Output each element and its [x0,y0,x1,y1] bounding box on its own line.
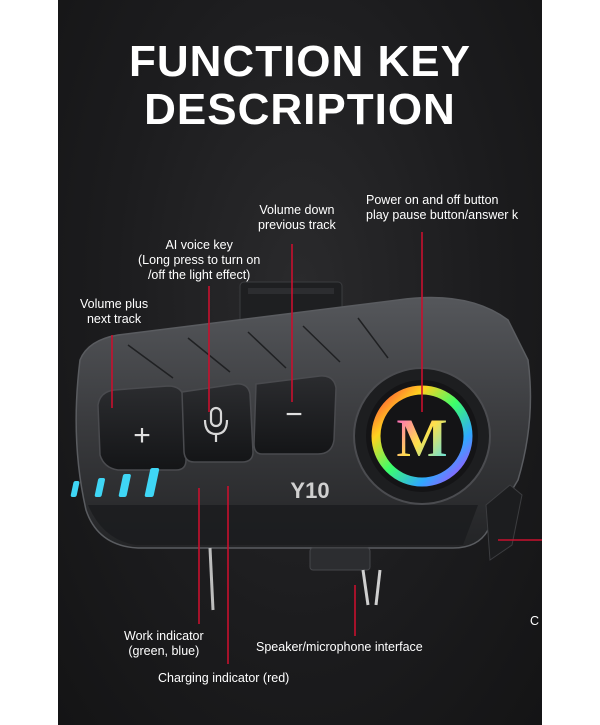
lower-band [88,505,478,545]
clip-legs [208,547,215,611]
volume-down-label: Volume down previous track [258,203,336,232]
minus-symbol: − [285,398,303,431]
leader-lines [111,232,542,664]
charging-indicator-label: Charging indicator (red) [158,671,290,685]
power-button-label: Power on and off button play pause butto… [366,193,519,222]
work-indicator-label: Work indicator (green, blue) [124,629,204,658]
product-panel: FUNCTION KEY DESCRIPTION [58,0,542,725]
model-name: Y10 [290,478,329,503]
ai-voice-key-label: AI voice key (Long press to turn on /off… [138,238,261,282]
side-bracket [485,484,523,561]
microphone-icon [203,406,229,442]
cut-off-label: C [530,614,540,628]
device-illustration: + − M Y10 [70,232,542,664]
indicator-lights [70,468,160,497]
page-title-line1: FUNCTION KEY [129,37,471,86]
volume-down-key[interactable] [253,375,337,455]
power-button[interactable] [353,367,491,505]
brand-logo: M [397,408,448,468]
volume-plus-label: Volume plus next track [80,297,149,326]
speaker-interface-label: Speaker/microphone interface [256,640,423,654]
page-title-line2: DESCRIPTION [144,85,456,134]
volume-plus-key[interactable] [97,385,187,471]
speaker-connector [309,547,382,606]
ai-voice-key[interactable] [181,383,254,463]
plus-symbol: + [133,419,151,452]
